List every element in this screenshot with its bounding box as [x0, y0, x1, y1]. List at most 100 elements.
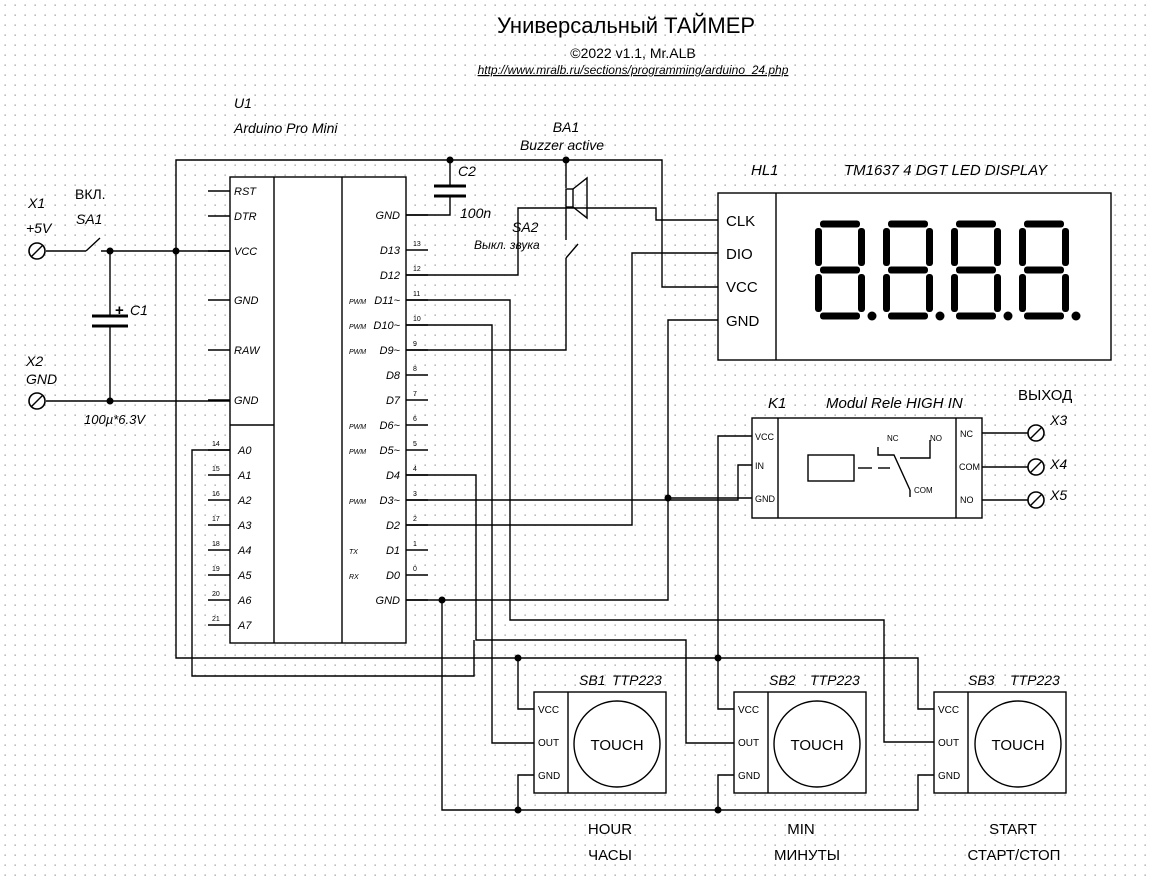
u1-name: Arduino Pro Mini	[233, 120, 338, 136]
hl1-pin-gnd: GND	[726, 313, 760, 330]
terminal-x4[interactable]	[1027, 458, 1045, 476]
mcu-right-pin-label: D9~	[380, 345, 401, 357]
k1-contact-no: NO	[930, 434, 942, 443]
relay-coil-icon	[807, 440, 931, 497]
k1-pin-gnd: GND	[755, 494, 776, 504]
digit-segment	[888, 220, 928, 228]
digit-segment	[1024, 266, 1064, 274]
terminal-x5[interactable]	[1027, 491, 1045, 509]
mcu-analog-pin-label: A1	[237, 470, 251, 482]
hl1-ref: HL1	[751, 162, 779, 179]
digit-segment	[1024, 220, 1064, 228]
k1-pin-nc: NC	[960, 429, 973, 439]
mcu-analog-pin-number: 17	[212, 516, 220, 523]
digit-segment	[1019, 274, 1026, 312]
mcu-right-pin-label: D12	[380, 270, 400, 282]
mcu-left-pin-label: DTR	[234, 211, 257, 223]
digit-decimal-point	[1003, 311, 1013, 321]
mcu-left-pin-label: RAW	[234, 345, 261, 357]
k1-pin-no: NO	[960, 495, 974, 505]
sb1-label-en: HOUR	[588, 821, 632, 838]
mcu-left-pin-label: VCC	[234, 246, 257, 258]
seven-segment-digit	[883, 220, 945, 321]
mcu-right-pin-number: 11	[413, 291, 420, 298]
mcu-right-pin-number: 3	[413, 491, 417, 498]
mcu-right-pin-number: 13	[413, 241, 421, 248]
digit-segment	[1019, 228, 1026, 266]
mcu-right-pin-number: 8	[413, 366, 417, 373]
digit-decimal-point	[935, 311, 945, 321]
sb3-label-ru: СТАРТ/СТОП	[968, 847, 1061, 864]
mcu-analog-pin-label: A6	[237, 595, 252, 607]
sb2-label-en: MIN	[787, 821, 815, 838]
mcu-right-pin-label: D7	[386, 395, 401, 407]
terminal-x2[interactable]	[28, 392, 46, 410]
sb2-type: TTP223	[810, 672, 860, 688]
mcu-right-pin-number: 9	[413, 341, 417, 348]
mcu-analog-pin-number: 20	[212, 591, 220, 598]
x2-ref: X2	[25, 353, 43, 369]
sb1-type: TTP223	[612, 672, 662, 688]
output-label: ВЫХОД	[1018, 387, 1072, 404]
digit-segment	[1062, 274, 1069, 312]
diagram-url-link[interactable]: http://www.mralb.ru/sections/programming…	[478, 63, 789, 77]
sa2-ref: SA2	[512, 219, 539, 235]
u1-ref: U1	[234, 95, 252, 111]
mcu-analog-pin-number: 18	[212, 541, 220, 548]
mcu-right-pin-label: D4	[386, 470, 400, 482]
mcu-right-pin-label: GND	[376, 595, 401, 607]
hl1-pin-clk: CLK	[726, 213, 755, 230]
digit-segment	[820, 220, 860, 228]
x5-ref: X5	[1049, 487, 1067, 503]
mcu-right-pin-number: 0	[413, 566, 417, 573]
digit-segment	[951, 228, 958, 266]
sa1-label: ВКЛ.	[75, 186, 106, 202]
sb3-pin-gnd: GND	[938, 771, 960, 782]
touch-button-sb3[interactable]	[933, 691, 1067, 794]
digit-segment	[926, 228, 933, 266]
mcu-left-pin-label: RST	[234, 186, 257, 198]
mcu-analog-pin-label: A3	[237, 520, 252, 532]
k1-pin-com: COM	[959, 462, 980, 472]
c1-plus: +	[115, 302, 124, 319]
mcu-right-pin-number: 6	[413, 416, 417, 423]
mcu-analog-pin-label: A2	[237, 495, 251, 507]
sa1-ref: SA1	[76, 211, 102, 227]
digit-decimal-point	[867, 311, 877, 321]
x1-label: +5V	[26, 220, 53, 236]
sb1-ref: SB1	[579, 672, 605, 688]
mcu-analog-pin-number: 15	[212, 466, 220, 473]
x2-label: GND	[26, 371, 57, 387]
mcu-analog-pin-number: 19	[212, 566, 220, 573]
hl1-pin-vcc: VCC	[726, 279, 758, 296]
sa2-label: Выкл. звука	[474, 238, 540, 252]
x4-ref: X4	[1049, 456, 1067, 472]
sb2-pin-out: OUT	[738, 738, 759, 749]
touch-button-sb1[interactable]	[533, 691, 667, 794]
mcu-pin-tag: PWM	[349, 499, 366, 506]
sb2-pin-vcc: VCC	[738, 705, 759, 716]
terminal-x1[interactable]	[28, 242, 46, 260]
mcu-analog-pin-label: A4	[237, 545, 251, 557]
digit-segment	[858, 274, 865, 312]
digit-segment	[994, 274, 1001, 312]
k1-pin-vcc: VCC	[755, 432, 775, 442]
terminal-x3[interactable]	[1027, 424, 1045, 442]
mcu-pin-tag: PWM	[349, 299, 366, 306]
seven-segment-digit	[1019, 220, 1081, 321]
digit-segment	[1024, 312, 1064, 320]
sb3-pin-out: OUT	[938, 738, 959, 749]
sb1-label-ru: ЧАСЫ	[588, 847, 632, 864]
digit-segment	[888, 312, 928, 320]
mcu-right-pin-label: D5~	[380, 445, 401, 457]
mcu-right-pin-number: 1	[413, 541, 417, 548]
mcu-right-pin-label: D11~	[374, 295, 400, 307]
arduino-pro-mini	[229, 176, 407, 644]
sb2-ref: SB2	[769, 672, 796, 688]
diagram-subtitle: ©2022 v1.1, Mr.ALB	[570, 45, 696, 61]
touch-button-sb2[interactable]	[733, 691, 867, 794]
x3-ref: X3	[1049, 412, 1067, 428]
k1-ref: K1	[768, 395, 786, 412]
sb1-pin-out: OUT	[538, 738, 559, 749]
